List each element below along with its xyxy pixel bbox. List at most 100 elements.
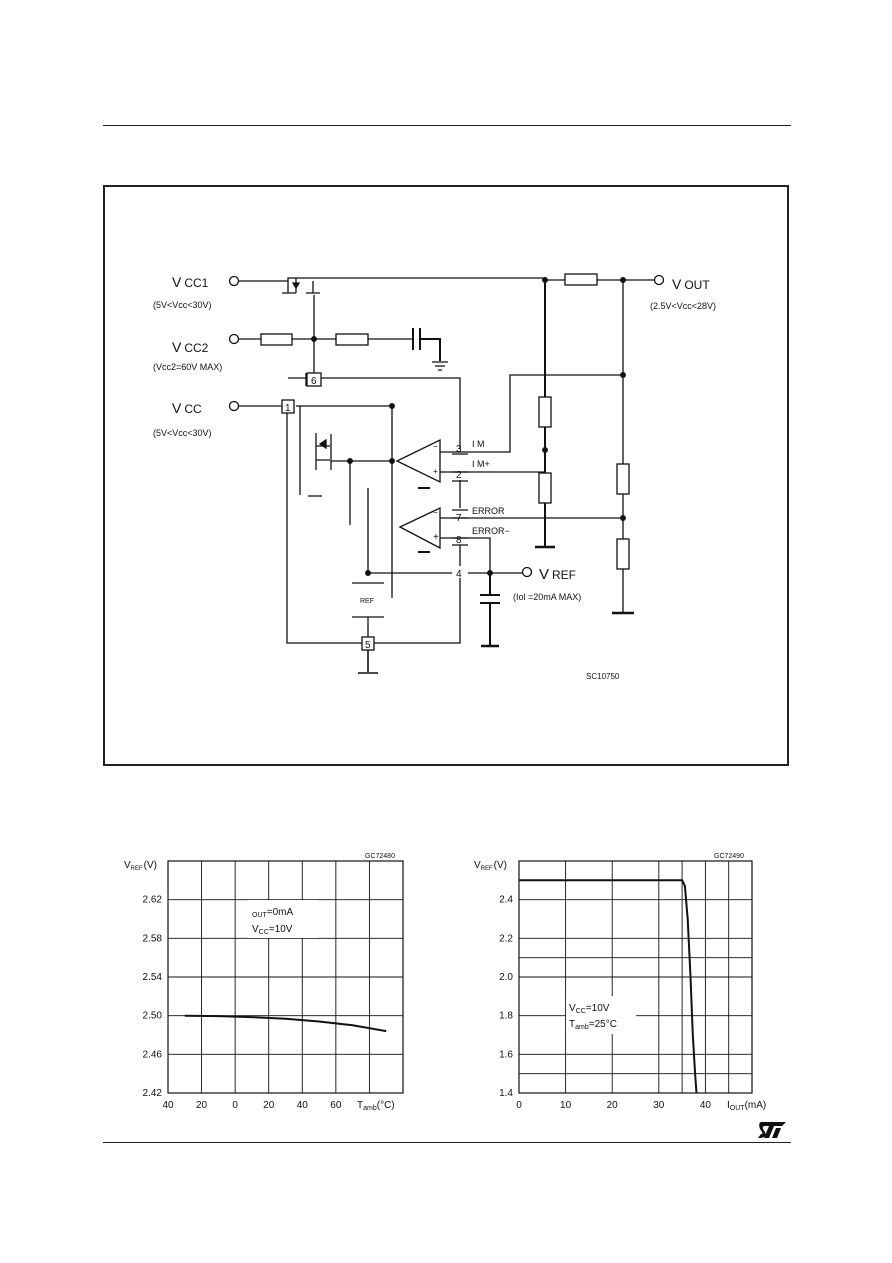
node [389,458,395,464]
vcc2-range: (Vcc2=60V MAX) [153,362,222,372]
pin6-number: 6 [311,376,317,387]
vout-terminal [653,274,665,286]
chart2-annotation-1: VCC=10V [569,1003,610,1015]
st-logo-icon [758,1122,786,1138]
current-amp-wire [440,374,623,473]
pass-transistor-arrow [291,282,301,290]
pin1-number: 1 [285,403,291,414]
chart1-ylabel: VREF(V) [124,860,157,872]
chart2-x-tick-label: 10 [560,1100,572,1111]
divider-resistor-2 [538,472,552,504]
chart2-grid [518,860,753,1094]
chart1-y-tick-label: 2.50 [143,1011,163,1022]
output-resistor [564,273,598,286]
ground-symbol [432,361,448,371]
feedback-resistor-2 [616,538,630,570]
chart1-x-tick-label: 20 [263,1100,275,1111]
amp1-minus: − [433,442,438,451]
internal-vcc-rail [296,405,393,598]
chart2-plot-frame [518,860,753,1094]
i-m-plus-signal: I M+ [472,459,490,469]
amp2-minus: − [433,508,438,517]
chart1-xlabel: Tamb(°C) [357,1100,395,1112]
chart1-x-tick-label: 0 [232,1100,238,1111]
chart1-code: GC72480 [365,853,395,860]
vref-terminal [521,566,533,578]
internal-transistor [315,433,392,470]
amp1-plus: + [433,467,438,476]
chart1-series-line [184,1014,387,1033]
internal-wire [349,461,369,573]
vref-range: (Iol =20mA MAX) [513,592,581,602]
chart2-xlabel: IOUT(mA) [727,1100,766,1112]
pin8-number: 8 [456,535,462,546]
chart1-annotation-box: OUT=0mA VCC=10V [248,900,318,938]
top-rule [103,125,791,126]
chart2-ylabel: VREF(V) [474,860,507,872]
chart1-y-tick-label: 2.46 [143,1049,163,1060]
amp2-plus: + [433,532,439,543]
vcc2-capacitor [412,328,441,361]
bottom-rule [103,1142,791,1143]
chart2-x-tick-label: 20 [607,1100,619,1111]
chart1-annotation-1: OUT=0mA [252,907,294,919]
error-signal: ERROR [472,506,505,516]
ref-block [352,582,384,637]
feedback-resistor-1 [616,463,630,495]
chart2-code: GC72490 [714,853,744,860]
vref-capacitor [480,573,500,645]
chart1-plot-frame [167,860,404,1094]
node [620,515,626,521]
chart1-y-tick-label: 2.54 [143,972,163,983]
pin3-number: 3 [456,444,462,455]
pin5-ground [358,650,378,674]
vcc2-resistor-1 [260,333,293,346]
chart2-x-tick-label: 0 [516,1100,522,1111]
pin-ticks [452,453,468,546]
current-amp [395,438,441,484]
vcc1-terminal [228,275,240,287]
chart1-y-tick-label: 2.58 [143,933,163,944]
vcc2-terminal [228,333,240,345]
vref-vs-temperature-chart: GC72480 VREF(V) 2.42 2.46 2.50 2.54 2.58 2.62… [124,853,404,1112]
diode [318,438,327,450]
pin5-number: 5 [365,640,371,651]
pin1-box [281,399,295,414]
chart2-y-tick-label: 1.6 [499,1049,513,1060]
chart1-y-tick-label: 2.62 [143,895,163,906]
pin6-box [306,372,322,387]
divider-resistor-1 [538,396,552,428]
figure-code: SC10750 [586,672,620,681]
ref-label: REF [360,598,374,605]
chart1-grid [167,860,404,1094]
chart1-y-tick-label: 2.42 [143,1088,163,1099]
vcc1-wire [238,277,565,293]
chart1-y-ticks: 2.42 2.46 2.50 2.54 2.58 2.62 [143,895,163,1099]
vcc-terminal [228,400,240,412]
chart2-y-ticks: 1.41.61.82.02.22.4 [499,895,513,1099]
chart2-annotation-2: Tamb=25°C [569,1019,617,1031]
node [311,336,317,342]
chart1-x-tick-label: 60 [330,1100,342,1111]
vcc2-resistor-2 [335,333,369,346]
chart1-x-tick-label: 40 [162,1100,174,1111]
error-amp [398,506,441,550]
node [542,447,548,453]
chart2-y-tick-label: 2.4 [499,895,513,906]
pin2-number: 2 [456,470,462,481]
vcc-range: (5V<Vcc<30V) [153,428,212,438]
chart2-y-tick-label: 2.2 [499,933,513,944]
error-minus-signal: ERROR− [472,526,510,536]
vcc1-range: (5V<Vcc<30V) [153,300,212,310]
chart2-annotation-box: VCC=10V Tamb=25°C [566,996,636,1034]
chart2-y-tick-label: 1.4 [499,1088,513,1099]
node [365,570,371,576]
